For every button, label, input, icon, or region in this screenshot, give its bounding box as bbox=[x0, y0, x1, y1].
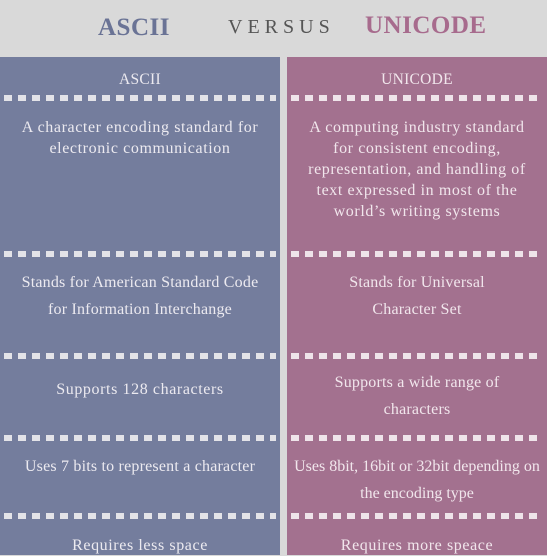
divider bbox=[4, 353, 276, 359]
divider bbox=[4, 435, 276, 441]
ascii-bits: Uses 7 bits to represent a character bbox=[24, 458, 256, 475]
unicode-space: Requires more speace bbox=[340, 537, 494, 554]
header-unicode: UNICODE bbox=[365, 12, 487, 39]
ascii-acronym: Stands for American Standard Code for In… bbox=[21, 274, 259, 318]
ascii-space: Requires less space bbox=[72, 537, 208, 554]
unicode-acronym: Stands for Universal Character Set bbox=[349, 274, 485, 318]
header-ascii: ASCII bbox=[98, 14, 170, 41]
divider bbox=[291, 95, 543, 101]
divider bbox=[291, 353, 543, 359]
unicode-column-title: UNICODE bbox=[381, 71, 453, 88]
header: ASCII VERSUS UNICODE bbox=[0, 0, 547, 57]
ascii-definition: A character encoding standard for electr… bbox=[21, 119, 259, 157]
ascii-column: ASCII A character encoding standard for … bbox=[0, 57, 280, 555]
divider bbox=[291, 435, 543, 441]
header-versus: VERSUS bbox=[228, 16, 335, 38]
unicode-bits: Uses 8bit, 16bit or 32bit depending on t… bbox=[294, 458, 540, 502]
divider bbox=[4, 513, 276, 519]
ascii-characters: Supports 128 characters bbox=[56, 381, 224, 398]
unicode-definition: A computing industry standard for consis… bbox=[308, 119, 526, 220]
divider bbox=[291, 251, 543, 257]
divider bbox=[4, 251, 276, 257]
unicode-column: UNICODE A computing industry standard fo… bbox=[287, 57, 547, 555]
ascii-column-title: ASCII bbox=[119, 71, 161, 88]
divider bbox=[291, 513, 543, 519]
unicode-characters: Supports a wide range of characters bbox=[334, 374, 500, 418]
divider bbox=[4, 95, 276, 101]
